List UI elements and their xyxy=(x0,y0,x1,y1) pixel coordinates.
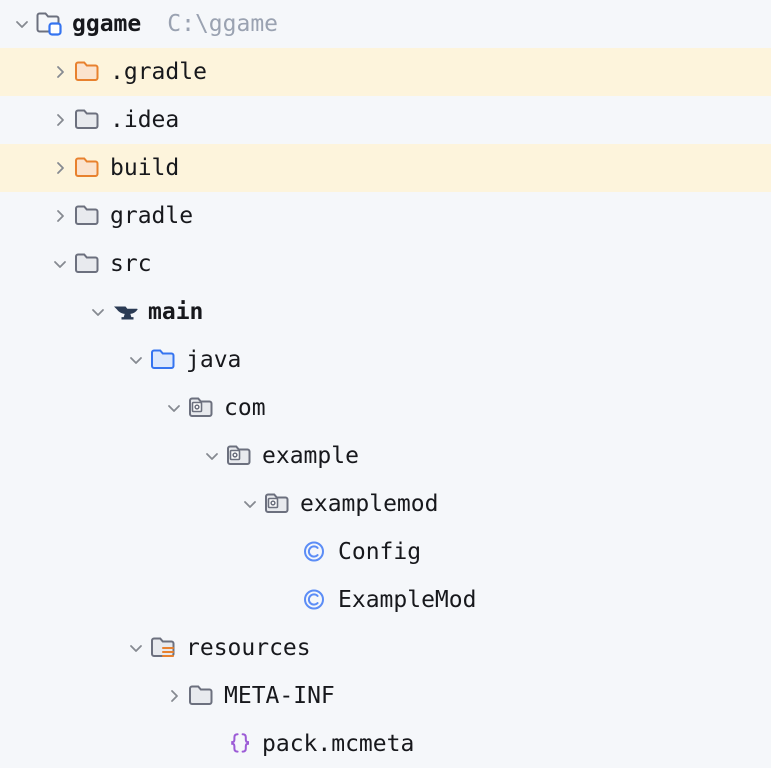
tree-row[interactable]: src xyxy=(0,240,771,288)
package-folder-icon xyxy=(264,490,294,518)
tree-row-label: main xyxy=(148,299,204,325)
tree-row-label: ExampleMod xyxy=(338,587,477,613)
tree-row[interactable]: resources xyxy=(0,624,771,672)
folder-icon xyxy=(188,682,218,710)
tree-row[interactable]: pack.mcmeta xyxy=(0,720,771,768)
tree-row[interactable]: ExampleMod xyxy=(0,576,771,624)
package-folder-icon xyxy=(226,442,256,470)
resource-root-folder-icon xyxy=(150,634,180,662)
module-folder-icon xyxy=(36,10,66,38)
tree-row[interactable]: .idea xyxy=(0,96,771,144)
chevron-down-icon[interactable] xyxy=(46,250,74,278)
folder-excluded-icon xyxy=(74,58,104,86)
chevron-down-icon[interactable] xyxy=(198,442,226,470)
chevron-down-icon[interactable] xyxy=(122,634,150,662)
tree-leaf-spacer xyxy=(274,586,302,614)
chevron-down-icon[interactable] xyxy=(236,490,264,518)
tree-row-label: Config xyxy=(338,539,422,565)
java-class-icon xyxy=(302,586,332,614)
tree-row[interactable]: META-INF xyxy=(0,672,771,720)
tree-row-label: gradle xyxy=(110,203,194,229)
tree-row-label: pack.mcmeta xyxy=(262,731,415,757)
tree-row[interactable]: build xyxy=(0,144,771,192)
tree-row[interactable]: com xyxy=(0,384,771,432)
tree-row[interactable]: java xyxy=(0,336,771,384)
tree-row[interactable]: main xyxy=(0,288,771,336)
package-folder-icon xyxy=(188,394,218,422)
java-class-icon xyxy=(302,538,332,566)
tree-row-label: resources xyxy=(186,635,311,661)
tree-row[interactable]: gradle xyxy=(0,192,771,240)
folder-icon xyxy=(74,106,104,134)
source-root-folder-icon xyxy=(150,346,180,374)
chevron-right-icon[interactable] xyxy=(46,202,74,230)
chevron-down-icon[interactable] xyxy=(84,298,112,326)
chevron-down-icon[interactable] xyxy=(160,394,188,422)
json-file-icon xyxy=(226,730,256,758)
tree-row-root[interactable]: ggame C:\ggame xyxy=(0,0,771,48)
chevron-right-icon[interactable] xyxy=(160,682,188,710)
tree-row-label: example xyxy=(262,443,359,469)
chevron-right-icon[interactable] xyxy=(46,154,74,182)
chevron-down-icon[interactable] xyxy=(8,10,36,38)
tree-row-label: java xyxy=(186,347,242,373)
tree-row[interactable]: Config xyxy=(0,528,771,576)
tree-row[interactable]: .gradle xyxy=(0,48,771,96)
tree-row[interactable]: examplemod xyxy=(0,480,771,528)
tree-row-label: .gradle xyxy=(110,59,207,85)
project-path-label: C:\ggame xyxy=(167,11,279,37)
tree-leaf-spacer xyxy=(198,730,226,758)
folder-excluded-icon xyxy=(74,154,104,182)
tree-row-label: src xyxy=(110,251,152,277)
tree-row-label: .idea xyxy=(110,107,180,133)
tree-row-label: com xyxy=(224,395,266,421)
chevron-right-icon[interactable] xyxy=(46,58,74,86)
chevron-right-icon[interactable] xyxy=(46,106,74,134)
chevron-down-icon[interactable] xyxy=(122,346,150,374)
anvil-icon xyxy=(112,298,142,326)
folder-icon xyxy=(74,250,104,278)
tree-row-label: examplemod xyxy=(300,491,439,517)
tree-row-label: ggame xyxy=(72,11,142,37)
tree-row[interactable]: example xyxy=(0,432,771,480)
tree-row-label: build xyxy=(110,155,180,181)
tree-row-label: META-INF xyxy=(224,683,335,709)
folder-icon xyxy=(74,202,104,230)
tree-leaf-spacer xyxy=(274,538,302,566)
